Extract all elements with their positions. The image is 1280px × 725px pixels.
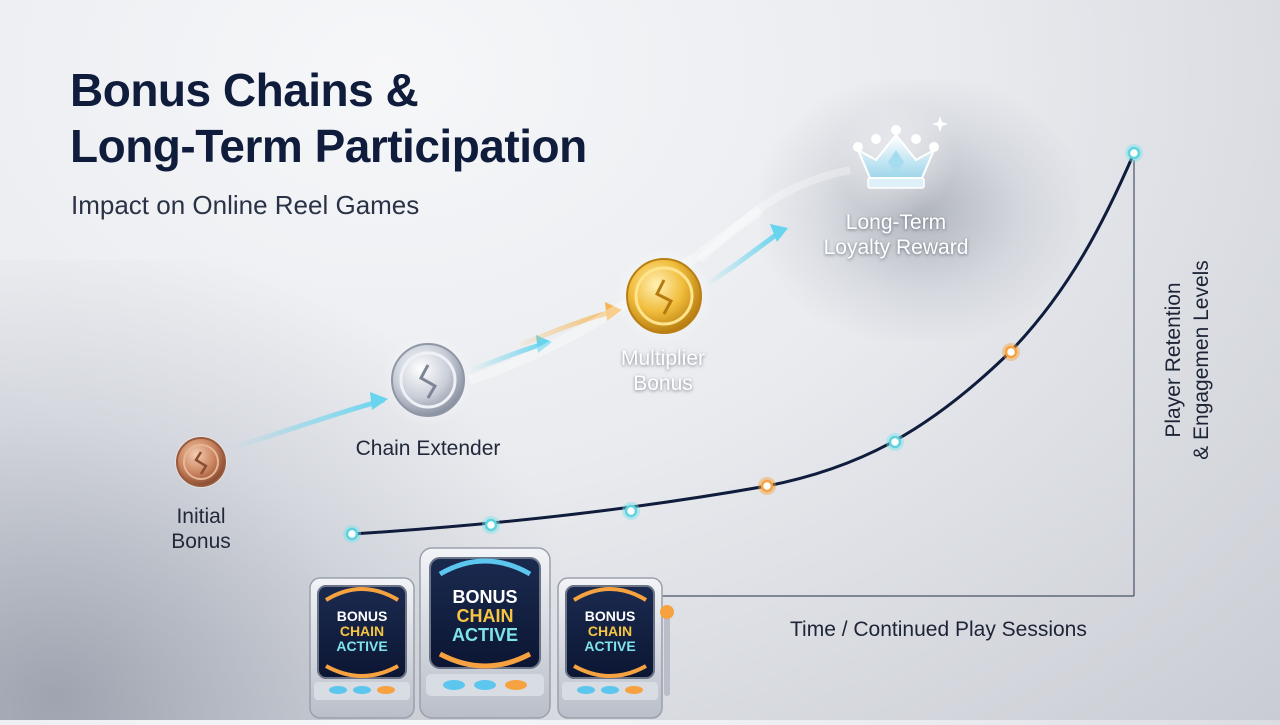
slot-machine-left: BONUS CHAIN ACTIVE	[308, 576, 416, 720]
curve-marker-4	[758, 477, 776, 495]
stage-1-line-2: Bonus	[171, 530, 231, 553]
bronze-coin-icon	[175, 436, 227, 488]
slot-screen-text-center: BONUS CHAIN ACTIVE	[418, 588, 552, 645]
screen-center-line-3: ACTIVE	[451, 625, 518, 645]
curve-marker-5	[886, 433, 904, 451]
curve-marker-7	[1125, 144, 1143, 162]
screen-center-line-1: BONUS	[452, 587, 518, 607]
stage-label-chain-extender: Chain Extender	[356, 436, 501, 461]
engagement-curve	[351, 152, 1136, 536]
title-line-1: Bonus Chains &	[70, 64, 419, 116]
x-axis-label: Time / Continued Play Sessions	[790, 618, 1087, 641]
stage-label-loyalty-reward: Long-Term Loyalty Reward	[824, 210, 969, 260]
y-axis-label-line-1: Player Retention	[1162, 282, 1185, 438]
curve-marker-3	[622, 502, 640, 520]
flow-arrows	[231, 166, 851, 451]
page-subtitle: Impact on Online Reel Games	[71, 190, 420, 220]
gold-coin-icon	[614, 246, 714, 346]
screen-right-line-1: BONUS	[584, 608, 636, 624]
slot-screen-text-right: BONUS CHAIN ACTIVE	[556, 609, 664, 654]
silver-coin-icon	[382, 334, 474, 426]
screen-center-line-2: CHAIN	[456, 606, 514, 626]
slot-screen-text-left: BONUS CHAIN ACTIVE	[308, 609, 416, 654]
flow-arrow-1	[231, 397, 385, 451]
curve-markers	[343, 144, 1143, 543]
stage-label-initial-bonus: Initial Bonus	[171, 504, 231, 554]
flow-arrow-4	[703, 229, 782, 288]
screen-right-line-2: CHAIN	[587, 623, 633, 639]
screen-left-line-2: CHAIN	[339, 623, 385, 639]
stage-4-line-1: Long-Term	[845, 211, 947, 234]
curve-marker-1	[343, 525, 361, 543]
slot-machine-center: BONUS CHAIN ACTIVE	[418, 546, 552, 720]
screen-right-line-3: ACTIVE	[584, 638, 636, 654]
curve-marker-6	[1002, 343, 1020, 361]
stage-2-line-1: Chain Extender	[355, 437, 501, 460]
stage-3-line-1: Multiplier	[620, 347, 706, 370]
crown-icon	[836, 100, 956, 220]
title-line-2: Long-Term Participation	[70, 120, 587, 172]
stage-4-line-2: Loyalty Reward	[823, 236, 969, 259]
flow-arrow-3	[519, 307, 619, 348]
stage-1-line-1: Initial	[176, 505, 226, 528]
screen-left-line-3: ACTIVE	[336, 638, 388, 654]
y-axis-label-line-2: & Engagemen Levels	[1190, 260, 1213, 460]
page-title: Bonus Chains & Long-Term Participation	[70, 62, 587, 174]
screen-left-line-1: BONUS	[336, 608, 388, 624]
stage-label-multiplier-bonus: Multiplier Bonus	[621, 346, 705, 396]
curve-marker-2	[482, 516, 500, 534]
stage-3-line-2: Bonus	[633, 372, 693, 395]
y-axis-label: Player Retention & Engagemen Levels	[1160, 230, 1216, 490]
slot-machine-right: BONUS CHAIN ACTIVE	[556, 576, 682, 720]
